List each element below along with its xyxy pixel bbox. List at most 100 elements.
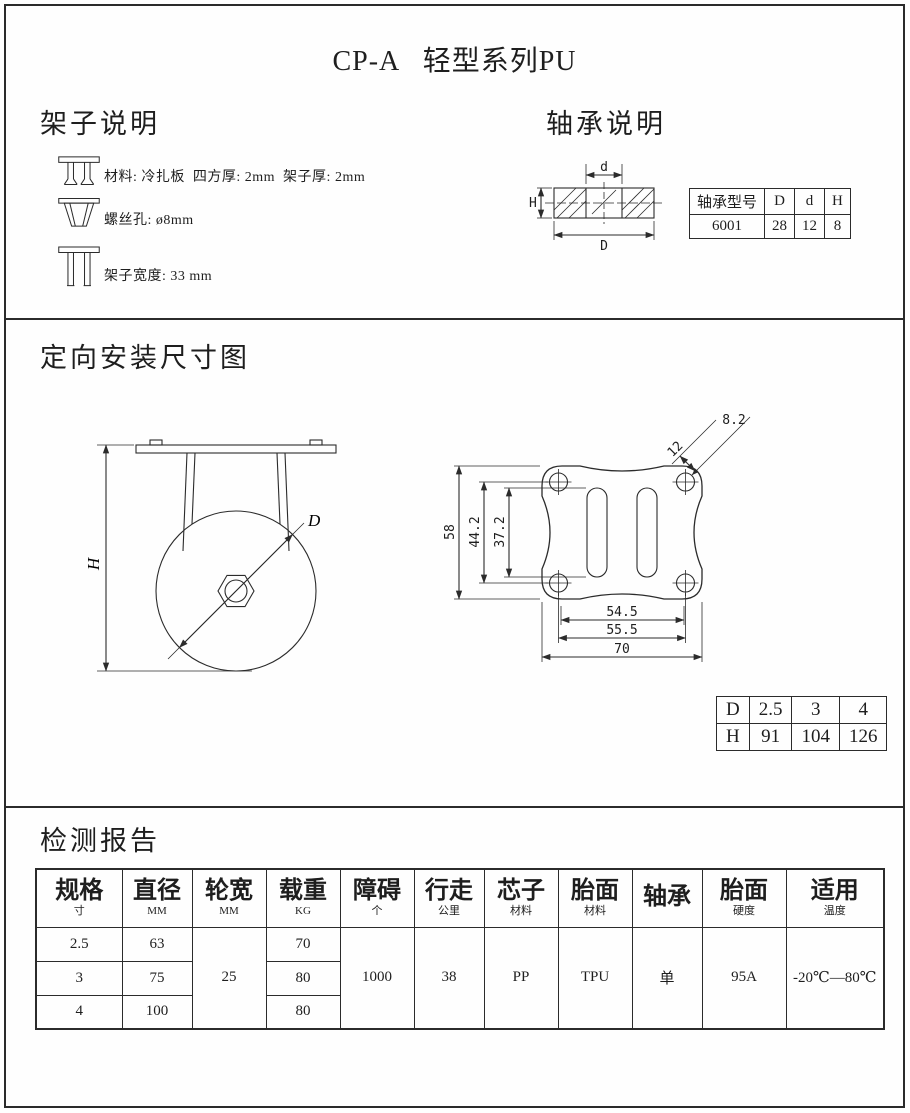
plate-dim-44-2: 44.2 (468, 516, 483, 547)
core-material-value: PP (483, 926, 559, 1030)
header-wheel-width-main: 轮宽 (205, 877, 253, 904)
dh-size-table: D 2.5 3 4 H 91 104 126 (716, 696, 888, 751)
bearing-model-value: 6001 (688, 214, 766, 239)
caster-side-view-drawing: H D (84, 439, 337, 672)
bearing-D-value: 28 (764, 214, 796, 239)
header-tread-sub: 材料 (584, 905, 606, 918)
page-title: CP-A 轻型系列PU (332, 46, 577, 77)
spec-value: 3 (35, 960, 123, 996)
bracket-side-icon (58, 198, 100, 227)
bearing-D-header: D (764, 188, 796, 215)
frame-screw-note: 螺丝孔: ø8mm (104, 213, 194, 228)
distance-value: 38 (413, 926, 485, 1030)
plate-dim-8-2: 8.2 (722, 413, 745, 428)
plate-dim-55-5: 55.5 (606, 623, 637, 638)
bracket-front-icon (58, 156, 100, 185)
frame-section-heading: 架子说明 (40, 109, 160, 139)
dh-table-row-D: D 2.5 3 4 (716, 696, 888, 724)
header-tread: 胎面材料 (557, 868, 633, 928)
temperature-value: -20℃—80℃ (785, 926, 885, 1030)
header-tread-main: 胎面 (571, 877, 619, 904)
dh-D-value-1: 2.5 (748, 696, 793, 724)
header-spec: 规格寸 (35, 868, 123, 928)
bearing-d-value: 12 (794, 214, 826, 239)
bearing-table-data-row: 6001 28 12 8 (688, 214, 851, 239)
bearing-H-header: H (824, 188, 851, 215)
load-value: 80 (265, 960, 341, 996)
plate-dim-37-2: 37.2 (493, 516, 508, 547)
header-load-main: 载重 (279, 877, 327, 904)
hardness-value: 95A (701, 926, 787, 1030)
plate-dim-12: 12 (665, 439, 687, 461)
header-load-sub: KG (295, 905, 311, 918)
header-hardness-main: 胎面 (720, 877, 768, 904)
mounting-section-heading: 定向安装尺寸图 (40, 343, 250, 373)
dh-H-value-2: 104 (791, 723, 840, 751)
spec-sheet-page: CP-A 轻型系列PU 架子说明 材料: 冷扎板 四方厚: 2mm 架子厚: 2… (4, 4, 905, 1108)
header-hardness: 胎面硬度 (701, 868, 787, 928)
header-temperature: 适用温度 (785, 868, 885, 928)
header-obstacle-sub: 个 (371, 905, 383, 918)
header-obstacle: 障碍个 (339, 868, 415, 928)
report-row-4: 4 100 80 (35, 994, 884, 1030)
header-bearing-main: 轴承 (643, 884, 691, 911)
diameter-value: 63 (121, 926, 193, 962)
load-value: 80 (265, 994, 341, 1030)
header-temperature-sub: 温度 (823, 905, 846, 918)
spec-value: 2.5 (35, 926, 123, 962)
header-core-sub: 材料 (510, 905, 532, 918)
plate-dim-58: 58 (443, 524, 458, 540)
side-view-diameter-label: D (307, 511, 321, 530)
header-spec-sub: 寸 (73, 905, 85, 918)
bearing-type-value: 单 (631, 926, 703, 1030)
header-distance-sub: 公里 (438, 905, 460, 918)
section-divider-2 (6, 806, 903, 808)
bearing-d-header: d (794, 188, 826, 215)
bearing-section-heading: 轴承说明 (546, 109, 666, 139)
dh-D-value-3: 4 (838, 696, 888, 724)
header-wheel-width-sub: MM (219, 905, 239, 918)
bearing-table-header-row: 轴承型号 D d H (688, 188, 851, 215)
obstacle-value: 1000 (339, 926, 415, 1030)
tread-material-value: TPU (557, 926, 633, 1030)
bearing-drawing: d H D (529, 160, 663, 254)
load-value: 70 (265, 926, 341, 962)
header-spec-main: 规格 (55, 877, 104, 904)
header-diameter-sub: MM (147, 905, 167, 918)
side-view-height-label: H (84, 556, 103, 571)
header-hardness-sub: 硬度 (733, 905, 755, 918)
bearing-H-value: 8 (824, 214, 851, 239)
diameter-value: 75 (121, 960, 193, 996)
bearing-dim-h-label: H (529, 196, 537, 211)
bearing-dim-d-label: d (600, 160, 608, 175)
header-diameter-main: 直径 (133, 877, 181, 904)
header-core: 芯子材料 (483, 868, 559, 928)
wheel-width-value: 25 (191, 926, 267, 1030)
header-distance: 行走公里 (413, 868, 485, 928)
dh-table-row-H: H 91 104 126 (716, 723, 888, 751)
plate-dim-70: 70 (614, 642, 630, 657)
bracket-width-icon (58, 246, 100, 287)
section-divider-1 (6, 318, 903, 320)
report-row-3: 3 75 80 (35, 960, 884, 996)
bearing-model-header: 轴承型号 (688, 188, 766, 215)
header-obstacle-main: 障碍 (353, 877, 401, 904)
dh-D-value-2: 3 (791, 696, 840, 724)
frame-width-note: 架子宽度: 33 mm (104, 269, 213, 284)
diameter-value: 100 (121, 994, 193, 1030)
spec-value: 4 (35, 994, 123, 1030)
header-bearing: 轴承 (631, 868, 703, 928)
dh-H-value-1: 91 (748, 723, 793, 751)
frame-material-note: 材料: 冷扎板 四方厚: 2mm 架子厚: 2mm (104, 170, 366, 185)
plate-dim-54-5: 54.5 (606, 605, 637, 620)
bearing-dim-D-label: D (600, 239, 608, 254)
header-core-main: 芯子 (497, 877, 545, 904)
header-temperature-main: 适用 (810, 877, 859, 904)
dh-H-value-3: 126 (838, 723, 888, 751)
dh-label-D: D (716, 696, 750, 724)
